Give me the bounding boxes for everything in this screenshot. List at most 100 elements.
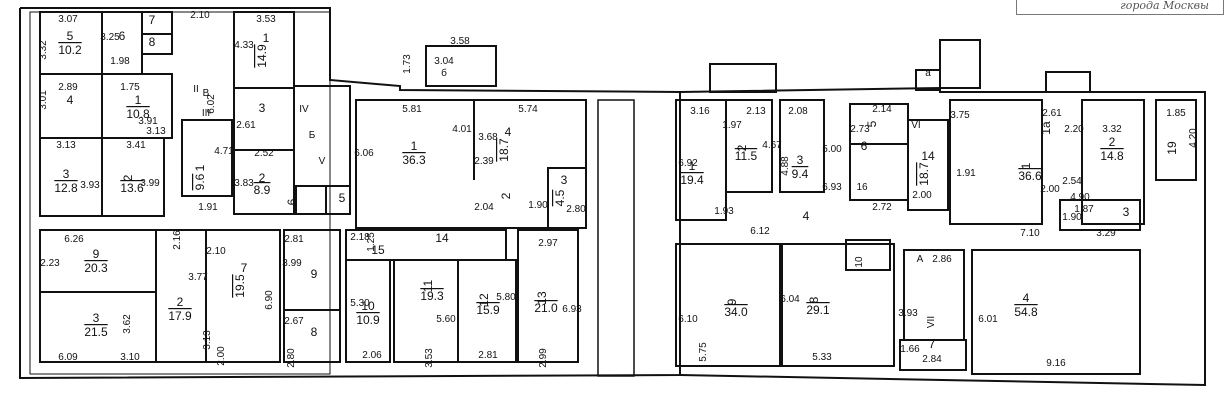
dimension-label: 2.20 [1064, 124, 1084, 135]
dimension-label: 3.53 [256, 14, 276, 25]
room-number: 8 [149, 35, 156, 49]
room-number: 3 [797, 153, 804, 167]
dimension-label: 6.10 [678, 314, 698, 325]
room-wall-3-45 [547, 167, 587, 229]
dimension-label: 6.26 [64, 234, 84, 245]
dimension-label: 6.93 [822, 182, 842, 193]
room-area: 14.8 [1100, 149, 1124, 163]
dimension-label: 4.33 [234, 40, 254, 51]
room-number: 3 [1123, 205, 1130, 219]
dimension-label: 2.86 [932, 254, 952, 265]
dimension-label: 6.01 [978, 314, 998, 325]
room-number: 12 [477, 293, 491, 307]
room-number: 4 [1023, 291, 1030, 305]
dimension-label: 6.04 [780, 294, 800, 305]
dimension-label: 3.41 [126, 140, 146, 151]
room-area: 29.1 [806, 303, 830, 317]
room-wall-8 [141, 33, 173, 55]
dimension-label: б [441, 67, 447, 79]
room-number: 2 [177, 295, 184, 309]
dimension-label: 10 [854, 256, 865, 268]
dimension-label: 4.71 [214, 146, 234, 157]
dimension-label: 1.90 [1062, 212, 1082, 223]
dimension-label: 4.90 [1070, 192, 1090, 203]
dimension-label: 1.97 [722, 120, 742, 131]
annex-top [709, 63, 777, 93]
dimension-label: 1.98 [110, 56, 130, 67]
dimension-label: 3.99 [282, 258, 302, 269]
dimension-label: 3.04 [434, 56, 454, 67]
room-number: 4 [505, 125, 512, 139]
room-area: 54.8 [1014, 305, 1038, 319]
room-area: 21.0 [534, 301, 558, 315]
room-number: 9 [93, 247, 100, 261]
dimension-label: 5.60 [436, 314, 456, 325]
dimension-label: 2.89 [58, 82, 78, 93]
dimension-label: 3.32 [38, 40, 49, 60]
room-number: 2 [121, 174, 135, 181]
dimension-label: 2.81 [284, 234, 304, 245]
dimension-label: 16 [856, 182, 868, 193]
room-wall-r19 [1155, 99, 1197, 181]
room-number: 5 [865, 120, 879, 127]
dimension-label: 2.16 [172, 230, 183, 250]
dimension-label: 2.04 [474, 202, 494, 213]
dimension-label: IV [299, 104, 309, 115]
dimension-label: V [319, 156, 326, 167]
dimension-label: 3.13 [146, 126, 166, 137]
room-area: 36.6 [1018, 169, 1042, 183]
dimension-label: 2.97 [538, 238, 558, 249]
room-wall-2-136 [101, 137, 165, 217]
room-number: 1 [1019, 162, 1033, 169]
corridor [597, 99, 635, 377]
room-area: 21.5 [84, 325, 108, 339]
room-number: 8 [311, 325, 318, 339]
dimension-label: 5.75 [698, 342, 709, 362]
room-area: 15.9 [476, 303, 500, 317]
dimension-label: В [203, 88, 210, 99]
dimension-label: 1.25 [366, 232, 377, 252]
room-number: 10 [361, 299, 375, 313]
room-area: 34.0 [724, 305, 748, 319]
room-area: 36.3 [402, 153, 426, 167]
room-area: 14.9 [255, 44, 269, 68]
room-number: 1 [689, 159, 696, 173]
room-number: 2 [735, 144, 749, 151]
room-number: 11 [421, 279, 435, 292]
room-wall-7 [141, 11, 173, 35]
room-wall-10 [345, 259, 391, 363]
dimension-label: 3.32 [1102, 124, 1122, 135]
dimension-label: 3.07 [58, 14, 78, 25]
dimension-label: 5.00 [822, 144, 842, 155]
dimension-label: 1.85 [1166, 108, 1186, 119]
room-wall-5-small [325, 185, 351, 215]
room-area: 4.5 [553, 189, 567, 206]
room-number: 1а [1039, 121, 1053, 135]
room-number: 14 [435, 231, 449, 245]
dimension-label: III [202, 108, 210, 119]
room-number: 1 [263, 31, 270, 45]
room-number: 9 [311, 267, 318, 281]
dimension-label: 3.25 [100, 32, 120, 43]
dimension-label: 3.93 [80, 180, 100, 191]
dimension-label: 6.02 [206, 94, 217, 114]
dimension-label: 6.90 [264, 290, 275, 310]
room-number: 7 [241, 261, 248, 275]
room-number: 3 [63, 167, 70, 181]
dimension-label: 2.67 [284, 316, 304, 327]
room-wall-7-195 [205, 229, 281, 363]
dimension-label: 1.91 [198, 202, 218, 213]
dimension-label: 6.09 [58, 352, 78, 363]
dimension-label: 3.93 [898, 308, 918, 319]
dimension-label: 5.81 [402, 104, 422, 115]
dimension-label: 5.33 [812, 352, 832, 363]
dimension-label: 1.91 [956, 168, 976, 179]
dimension-label: 2.10 [190, 10, 210, 21]
dimension-label: 2.00 [1040, 184, 1060, 195]
dimension-label: 2.00 [216, 346, 227, 366]
dimension-label: 2.84 [922, 354, 942, 365]
dimension-label: 2.18 [350, 232, 370, 243]
room-area: 9.4 [792, 167, 809, 181]
dimension-label: 2.39 [474, 156, 494, 167]
